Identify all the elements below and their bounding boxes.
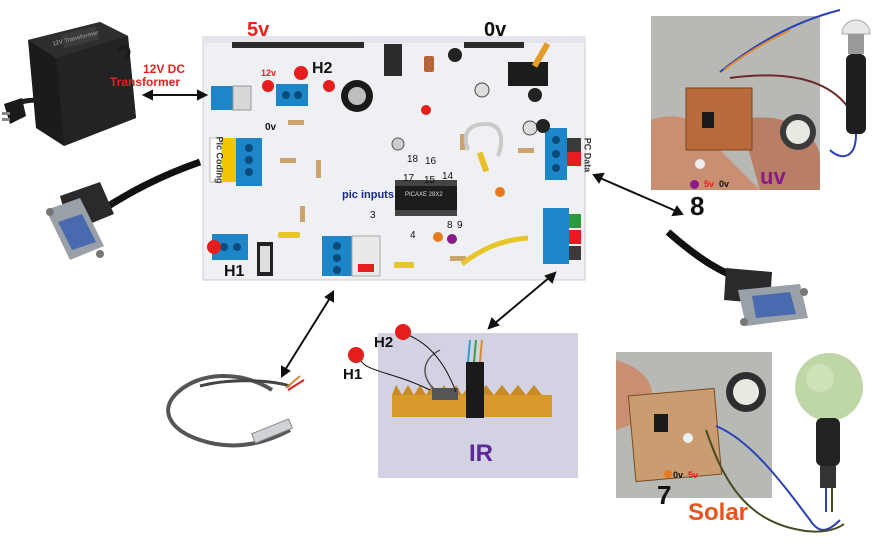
uv-purple-dot (690, 180, 699, 189)
label-5v-top: 5v (247, 19, 270, 41)
solar-5v-label: 5v (688, 470, 699, 480)
ir-h1-label: H1 (343, 366, 363, 383)
serial-cable-right (665, 229, 808, 326)
transformer-label-line2: Transformer (110, 75, 181, 89)
pin-18: 18 (407, 154, 419, 165)
label-pic-coding: Pic Coding (214, 136, 225, 184)
pin-9: 9 (457, 220, 463, 231)
uv-label: uv (760, 164, 786, 189)
uv-sensor-photo (651, 9, 851, 190)
ir-h2-label: H2 (374, 334, 394, 351)
main-board (202, 36, 586, 281)
chip-text: PICAXE 28X2 (405, 192, 443, 198)
label-12v: 12v (261, 68, 277, 78)
transformer-label-line1: 12V DC (143, 62, 186, 76)
pin-16: 16 (425, 156, 437, 167)
pin-15: 15 (424, 175, 436, 186)
uv-5v-label: 5v (704, 179, 715, 189)
label-0v-small: 0v (265, 122, 277, 133)
uv-0v-label: 0v (719, 179, 730, 189)
serial-cable-left (46, 158, 202, 260)
arrows (141, 89, 684, 378)
pin-17: 17 (403, 173, 415, 184)
uv-probe (829, 19, 871, 158)
temperature-probe (166, 373, 305, 448)
solar-label: Solar (688, 499, 749, 526)
label-pc-data: PC Data (582, 137, 593, 173)
uv-number: 8 (690, 191, 705, 221)
label-h1-board: H1 (224, 263, 245, 280)
label-h2-board: H2 (312, 60, 333, 77)
solar-number: 7 (657, 480, 672, 510)
ir-h2-dot (395, 324, 411, 340)
ir-sensor-photo (378, 333, 578, 478)
solar-probe (795, 353, 863, 512)
ir-h1-dot (348, 347, 364, 363)
solar-sensor-photo (616, 352, 772, 498)
pin-14: 14 (442, 171, 454, 182)
pin-4: 4 (410, 230, 416, 241)
pin-8: 8 (447, 220, 453, 231)
label-0v-top: 0v (484, 19, 507, 41)
pin-3: 3 (370, 210, 376, 221)
ir-label: IR (469, 440, 493, 467)
transformer-image (2, 22, 136, 146)
label-pic-inputs: pic inputs (342, 189, 394, 201)
solar-0v-label: 0v (673, 470, 684, 480)
